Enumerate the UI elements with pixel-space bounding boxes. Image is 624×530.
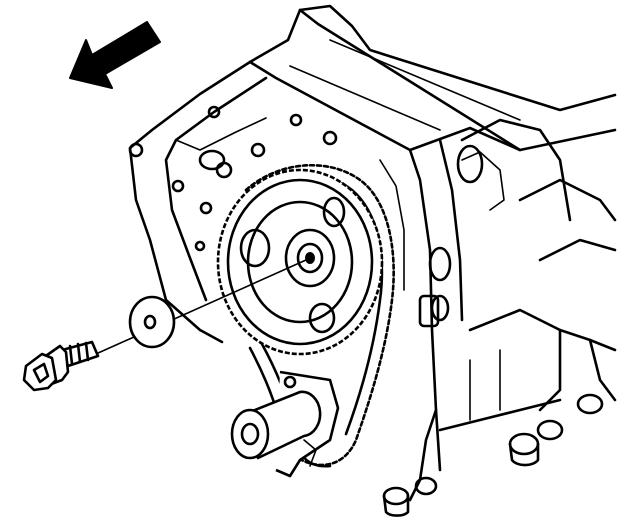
arrow-left-icon	[69, 21, 161, 89]
engine-block	[128, 4, 617, 517]
washer	[128, 295, 176, 349]
bolt	[22, 340, 100, 392]
tensioner	[230, 370, 340, 478]
assembly-guide-line	[77, 259, 307, 363]
